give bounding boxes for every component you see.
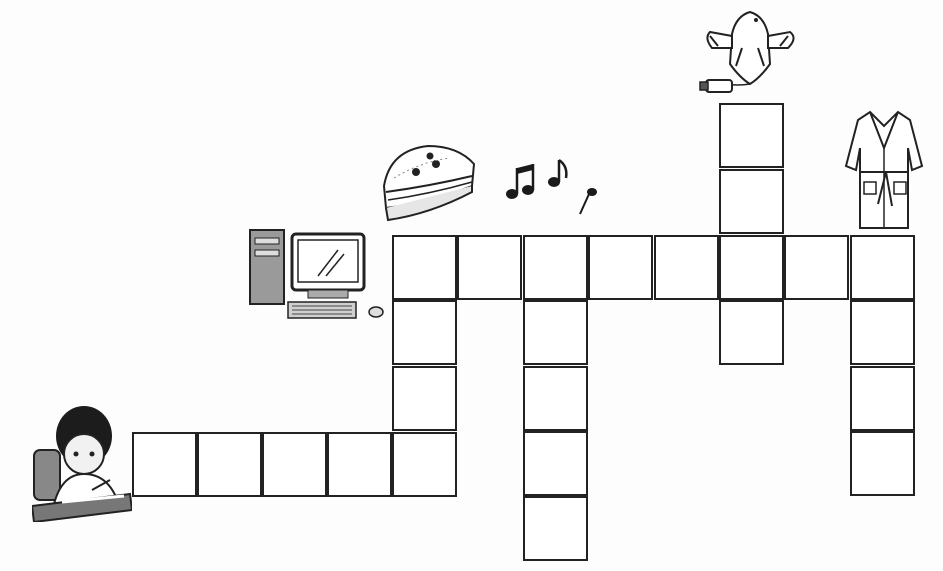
crossword-cell[interactable] bbox=[850, 300, 915, 365]
crossword-cell[interactable] bbox=[327, 432, 392, 497]
crossword-cell[interactable] bbox=[523, 366, 588, 431]
crossword-cell[interactable] bbox=[850, 366, 915, 431]
crossword-cell[interactable] bbox=[523, 235, 588, 300]
crossword-cell[interactable] bbox=[392, 366, 457, 431]
crossword-cell[interactable] bbox=[392, 300, 457, 365]
crossword-cell[interactable] bbox=[392, 235, 457, 300]
bathrobe-icon bbox=[844, 108, 924, 232]
crossword-cell[interactable] bbox=[197, 432, 262, 497]
computer-icon bbox=[246, 226, 388, 322]
music-notes-icon bbox=[502, 156, 602, 216]
crossword-cell[interactable] bbox=[523, 431, 588, 496]
crossword-cell[interactable] bbox=[654, 235, 719, 300]
cake-icon bbox=[380, 142, 478, 224]
airplane-icon bbox=[698, 8, 802, 98]
student-writing-icon bbox=[32, 398, 132, 522]
crossword-cell[interactable] bbox=[392, 432, 457, 497]
crossword-cell[interactable] bbox=[850, 431, 915, 496]
crossword-cell[interactable] bbox=[588, 235, 653, 300]
crossword-cell[interactable] bbox=[523, 496, 588, 561]
crossword-cell[interactable] bbox=[132, 432, 197, 497]
crossword-cell[interactable] bbox=[719, 103, 784, 168]
crossword-cell[interactable] bbox=[262, 432, 327, 497]
crossword-cell[interactable] bbox=[784, 235, 849, 300]
crossword-cell[interactable] bbox=[523, 300, 588, 365]
crossword-cell[interactable] bbox=[850, 235, 915, 300]
crossword-cell[interactable] bbox=[719, 169, 784, 234]
crossword-cell[interactable] bbox=[719, 300, 784, 365]
crossword-cell[interactable] bbox=[719, 235, 784, 300]
crossword-cell[interactable] bbox=[457, 235, 522, 300]
